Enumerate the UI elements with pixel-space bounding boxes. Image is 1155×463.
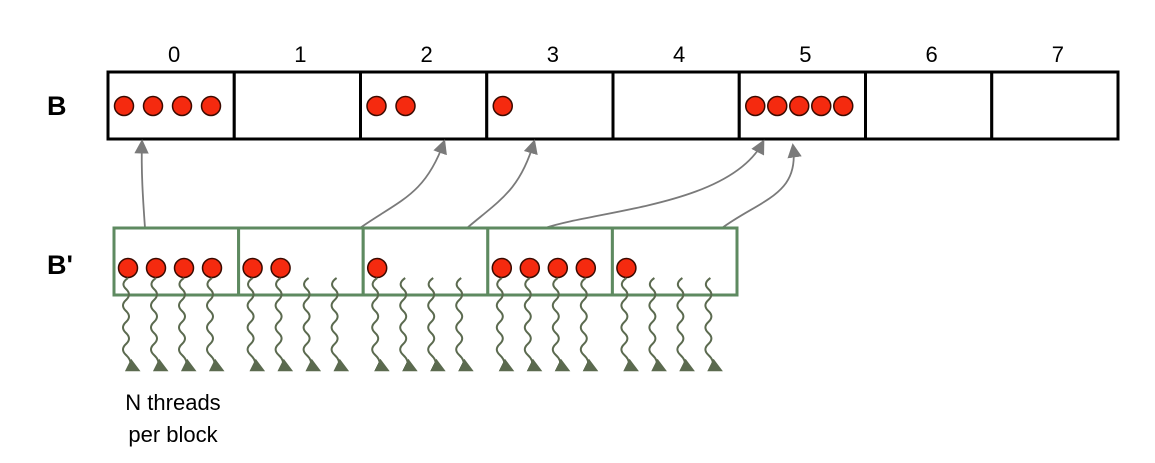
b-item-dot [492, 95, 513, 117]
thread-squiggle [495, 277, 515, 372]
bprime-item-dot [270, 257, 291, 279]
b-cell-7: 7 [990, 42, 1120, 141]
thread-squiggle [274, 277, 294, 372]
b-cell-box [611, 70, 741, 141]
b-item-dot [833, 95, 854, 117]
note-line-2: per block [128, 422, 218, 447]
thread-squiggle [150, 277, 169, 372]
bprime-item-dot [366, 257, 388, 279]
b-cell-index: 3 [547, 42, 559, 67]
b-item-dot [745, 95, 766, 117]
b-item-dot [142, 95, 164, 117]
bprime-item-dot [575, 257, 597, 279]
thread-squiggle [122, 277, 141, 372]
b-cell-box [990, 70, 1120, 141]
thread-squiggle [579, 277, 599, 372]
bprime-item-dot [242, 257, 263, 279]
bprime-block-2 [361, 226, 490, 297]
b-cell-2: 2 [359, 42, 489, 141]
b-cell-index: 5 [799, 42, 811, 67]
bprime-block-0 [112, 226, 241, 297]
thread-squiggle [676, 277, 695, 372]
b-cell-index: 7 [1052, 42, 1064, 67]
bprime-block-3 [486, 226, 614, 297]
b-cell-index: 6 [926, 42, 938, 67]
b-cell-6: 6 [864, 42, 994, 141]
bprime-item-dot [547, 257, 569, 279]
bprime-item-dot [519, 257, 541, 279]
b-cell-0: 0 [106, 42, 236, 141]
scatter-arrows [134, 139, 802, 229]
b-cell-index: 0 [168, 42, 180, 67]
note-line-1: N threads [125, 390, 220, 415]
b-cell-4: 4 [611, 42, 741, 141]
b-item-dot [366, 95, 387, 117]
thread-squiggle [551, 277, 571, 372]
thread-group [122, 277, 723, 372]
bprime-item-dot [491, 257, 513, 279]
bprime-item-dot [145, 257, 167, 279]
b-item-dot [171, 95, 193, 117]
thread-squiggle [206, 277, 225, 372]
b-item-dot [395, 95, 416, 117]
thread-squiggle [371, 277, 390, 372]
b-cell-box [232, 70, 362, 141]
b-item-dot [767, 95, 788, 117]
thread-squiggle [620, 277, 639, 372]
b-cell-3: 3 [485, 42, 615, 141]
bprime-block-1 [237, 226, 365, 297]
scatter-arrow-to-5 [721, 143, 802, 229]
thread-squiggle [523, 277, 543, 372]
scatter-arrow-to-3 [466, 139, 538, 229]
thread-squiggle [704, 277, 723, 372]
scatter-arrow-to-2 [359, 139, 447, 229]
bprime-block-4 [610, 226, 739, 297]
thread-squiggle [399, 277, 418, 372]
b-item-dot [789, 95, 810, 117]
bprime-item-dot [616, 257, 637, 279]
scatter-arrow-to-5 [544, 139, 765, 229]
bprime-item-dot [117, 257, 139, 279]
thread-squiggle [648, 277, 667, 372]
b-cell-index: 2 [421, 42, 433, 67]
b-item-dot [200, 95, 222, 117]
b-item-dot [113, 95, 135, 117]
b-cell-5: 5 [737, 42, 867, 141]
thread-squiggle [330, 277, 350, 372]
row-label-bprime: B' [47, 250, 73, 280]
scatter-arrow-to-0 [134, 139, 149, 229]
thread-squiggle [178, 277, 197, 372]
b-cell-index: 4 [673, 42, 685, 67]
b-cell-index: 1 [294, 42, 306, 67]
thread-squiggle [427, 277, 446, 372]
bprime-array [112, 226, 739, 297]
bprime-item-dot [173, 257, 195, 279]
b-cell-1: 1 [232, 42, 362, 141]
row-label-b: B [47, 91, 67, 121]
thread-squiggle [246, 277, 266, 372]
b-cell-box [864, 70, 994, 141]
b-item-dot [811, 95, 832, 117]
b-array: 0 1 2 3 4 5 6 7 [106, 42, 1120, 141]
bprime-item-dot [201, 257, 223, 279]
thread-squiggle [302, 277, 322, 372]
bprime-block-box [237, 226, 365, 297]
thread-squiggle [455, 277, 474, 372]
